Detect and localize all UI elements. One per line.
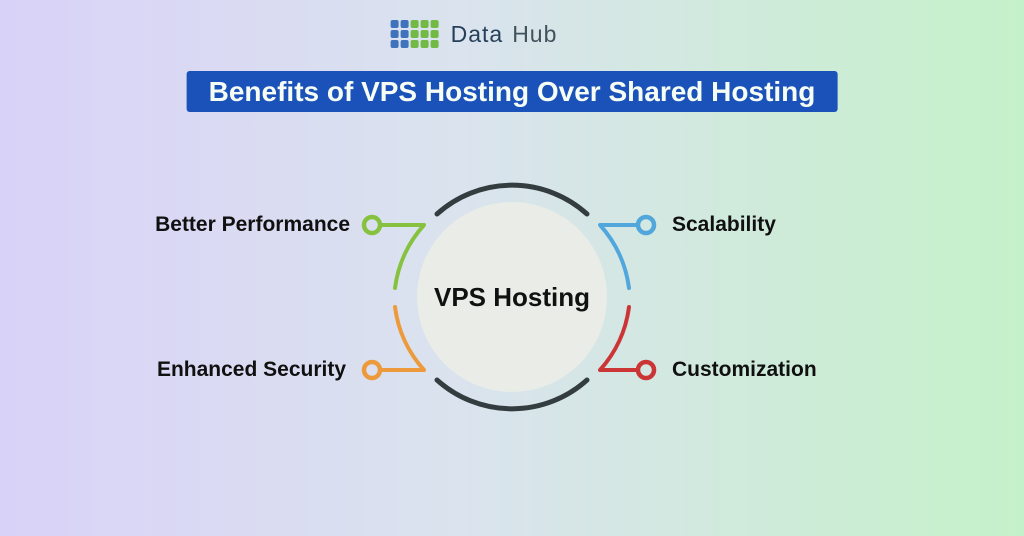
- center-label: VPS Hosting: [433, 281, 590, 312]
- center-circle: [417, 202, 607, 392]
- page-title-banner: Benefits of VPS Hosting Over Shared Host…: [186, 71, 838, 112]
- connector-customization: [598, 305, 640, 372]
- benefit-label-enhanced-security: Enhanced Security: [156, 358, 346, 381]
- connector-enhanced-security: [378, 305, 426, 372]
- logo-text-secondary: Hub: [512, 20, 558, 47]
- benefit-label-better-performance: Better Performance: [155, 213, 350, 236]
- connector-ring-enhanced-security: [361, 359, 383, 381]
- connector-ring-better-performance: [361, 214, 383, 236]
- connector-ring-scalability: [635, 214, 657, 236]
- bottom-arc: [434, 377, 590, 412]
- logo: Data Hub: [390, 20, 558, 48]
- connector-better-performance: [378, 223, 426, 290]
- benefit-label-scalability: Scalability: [672, 213, 776, 236]
- logo-wordmark: Data Hub: [451, 21, 558, 48]
- logo-text-primary: Data: [450, 20, 504, 47]
- grid-logo-icon: [390, 20, 439, 48]
- connector-scalability: [598, 223, 640, 290]
- page-title: Benefits of VPS Hosting Over Shared Host…: [208, 76, 816, 107]
- top-arc: [434, 182, 590, 217]
- benefit-label-customization: Customization: [672, 358, 817, 381]
- connector-ring-customization: [635, 359, 657, 381]
